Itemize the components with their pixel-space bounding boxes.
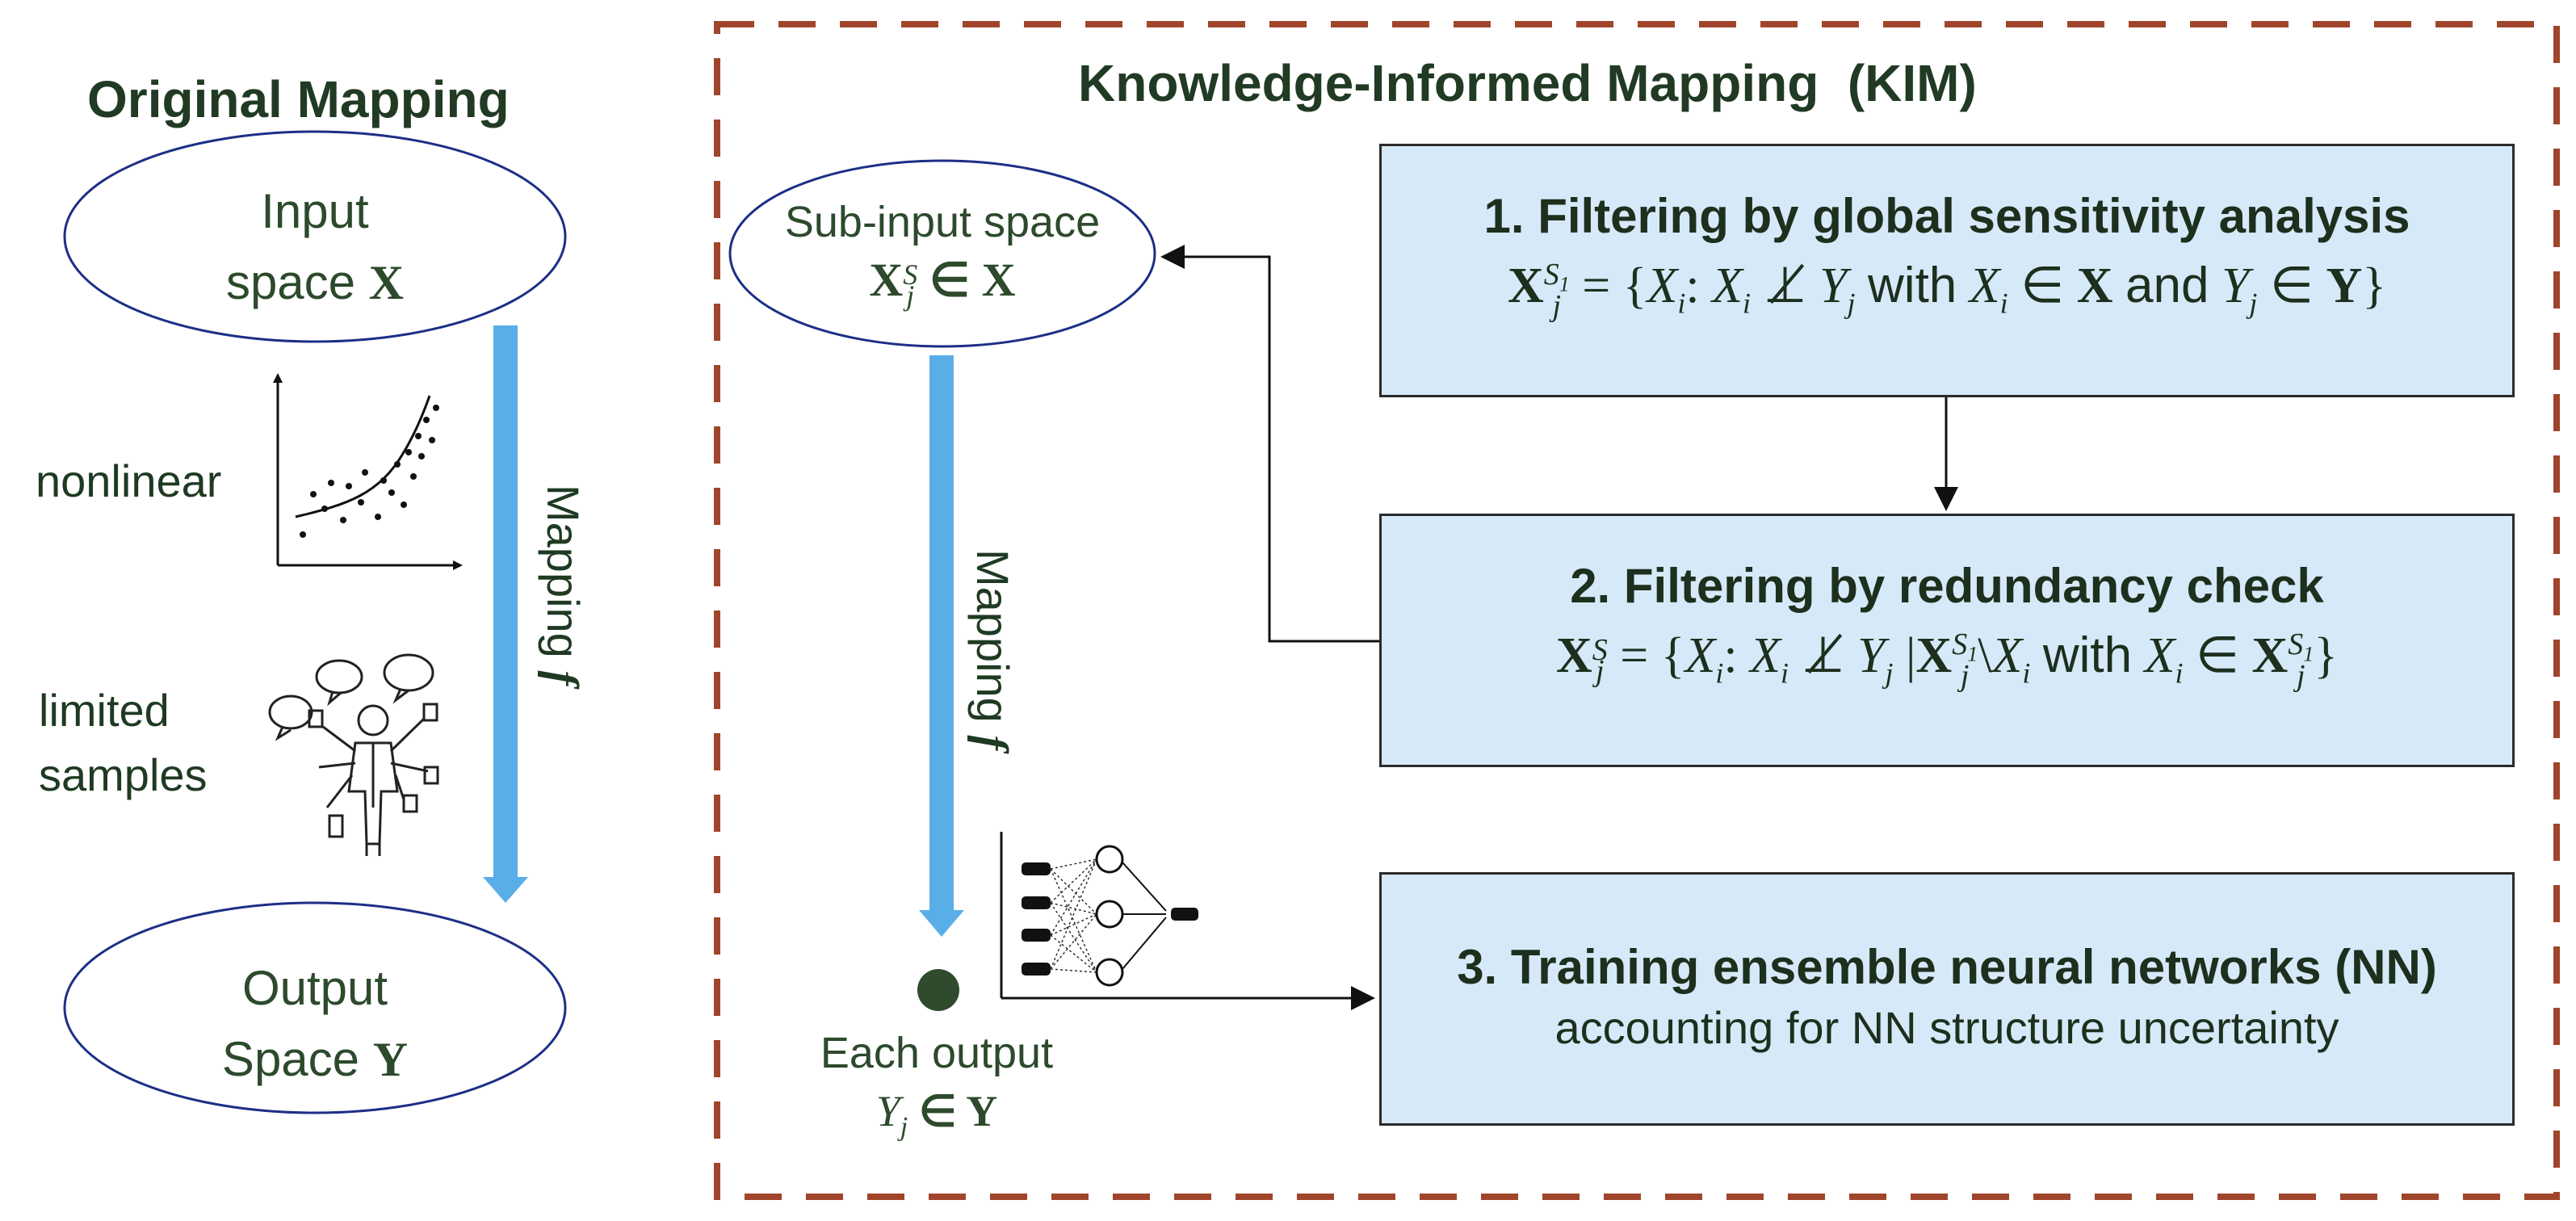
connector-lines xyxy=(1001,245,1958,1010)
output-space-symbol: Y xyxy=(372,1033,409,1086)
limited-samples-label: limited samples xyxy=(39,678,208,808)
each-output-line2: Yj ∈ Y xyxy=(775,1082,1098,1156)
each-output-symbol: Y xyxy=(875,1087,900,1135)
sub-input-ellipse xyxy=(728,159,1156,348)
right-mapping-label: Mapping f xyxy=(966,549,1019,750)
right-mapping-arrow xyxy=(919,355,964,937)
sub-input-line1: Sub-input space xyxy=(784,198,1101,246)
limited-label-line1: limited xyxy=(39,685,170,736)
sub-input-sup: S xyxy=(903,258,918,291)
left-mapping-arrow xyxy=(483,325,528,903)
step2-with-word: with xyxy=(2042,627,2133,683)
each-output-sub: j xyxy=(900,1111,908,1142)
sub-input-symbol: X xyxy=(869,254,904,306)
left-mapping-label: Mapping f xyxy=(536,485,589,686)
left-mapping-text: Mapping xyxy=(538,485,589,658)
kim-dashed-frame xyxy=(714,21,2560,1200)
original-mapping-title: Original Mapping xyxy=(87,70,510,128)
neural-network-icon xyxy=(1000,832,1198,998)
output-space-line1: Output xyxy=(241,961,388,1015)
nonlinear-label: nonlinear xyxy=(36,455,222,506)
output-space-ellipse xyxy=(63,901,567,1114)
limited-label-line2: samples xyxy=(39,749,208,800)
each-output-label: Each output Yj ∈ Y xyxy=(775,1024,1098,1156)
input-space-symbol: X xyxy=(368,256,405,309)
each-output-relation: ∈ Y xyxy=(918,1087,998,1135)
step2-title: 2. Filtering by redundancy check xyxy=(1570,559,2324,613)
each-output-dot xyxy=(917,969,959,1011)
input-space-word: space xyxy=(225,255,356,309)
step1-with-word: with xyxy=(1868,258,1957,313)
input-space-line2: space X xyxy=(153,247,476,318)
output-space-word: Space xyxy=(221,1032,360,1086)
step1-box: 1. Filtering by global sensitivity analy… xyxy=(1379,144,2515,397)
input-space-line1: Input xyxy=(261,184,369,238)
right-mapping-symbol: f xyxy=(967,735,1017,751)
sub-input-relation: ∈ X xyxy=(929,254,1016,306)
output-space-label: Output Space Y xyxy=(153,953,476,1095)
left-mapping-symbol: f xyxy=(537,670,587,686)
input-space-label: Input space X xyxy=(153,176,476,318)
right-mapping-text: Mapping xyxy=(967,549,1018,723)
output-space-line2: Space Y xyxy=(153,1024,476,1095)
sub-input-sub: j xyxy=(906,279,915,312)
nonlinear-scatter-icon xyxy=(273,373,463,570)
step3-box: 3. Training ensemble neural networks (NN… xyxy=(1379,872,2515,1126)
input-space-ellipse xyxy=(63,130,567,343)
each-output-line1: Each output xyxy=(820,1029,1054,1077)
kim-title: Knowledge-Informed Mapping (KIM) xyxy=(1078,54,1977,112)
step1-title: 1. Filtering by global sensitivity analy… xyxy=(1483,189,2410,243)
step3-title: 3. Training ensemble neural networks (NN… xyxy=(1457,940,2437,994)
step3-subtitle: accounting for NN structure uncertainty xyxy=(1554,1002,2339,1053)
limited-samples-person-icon xyxy=(268,653,439,856)
step1-and-word: and xyxy=(2125,258,2209,313)
